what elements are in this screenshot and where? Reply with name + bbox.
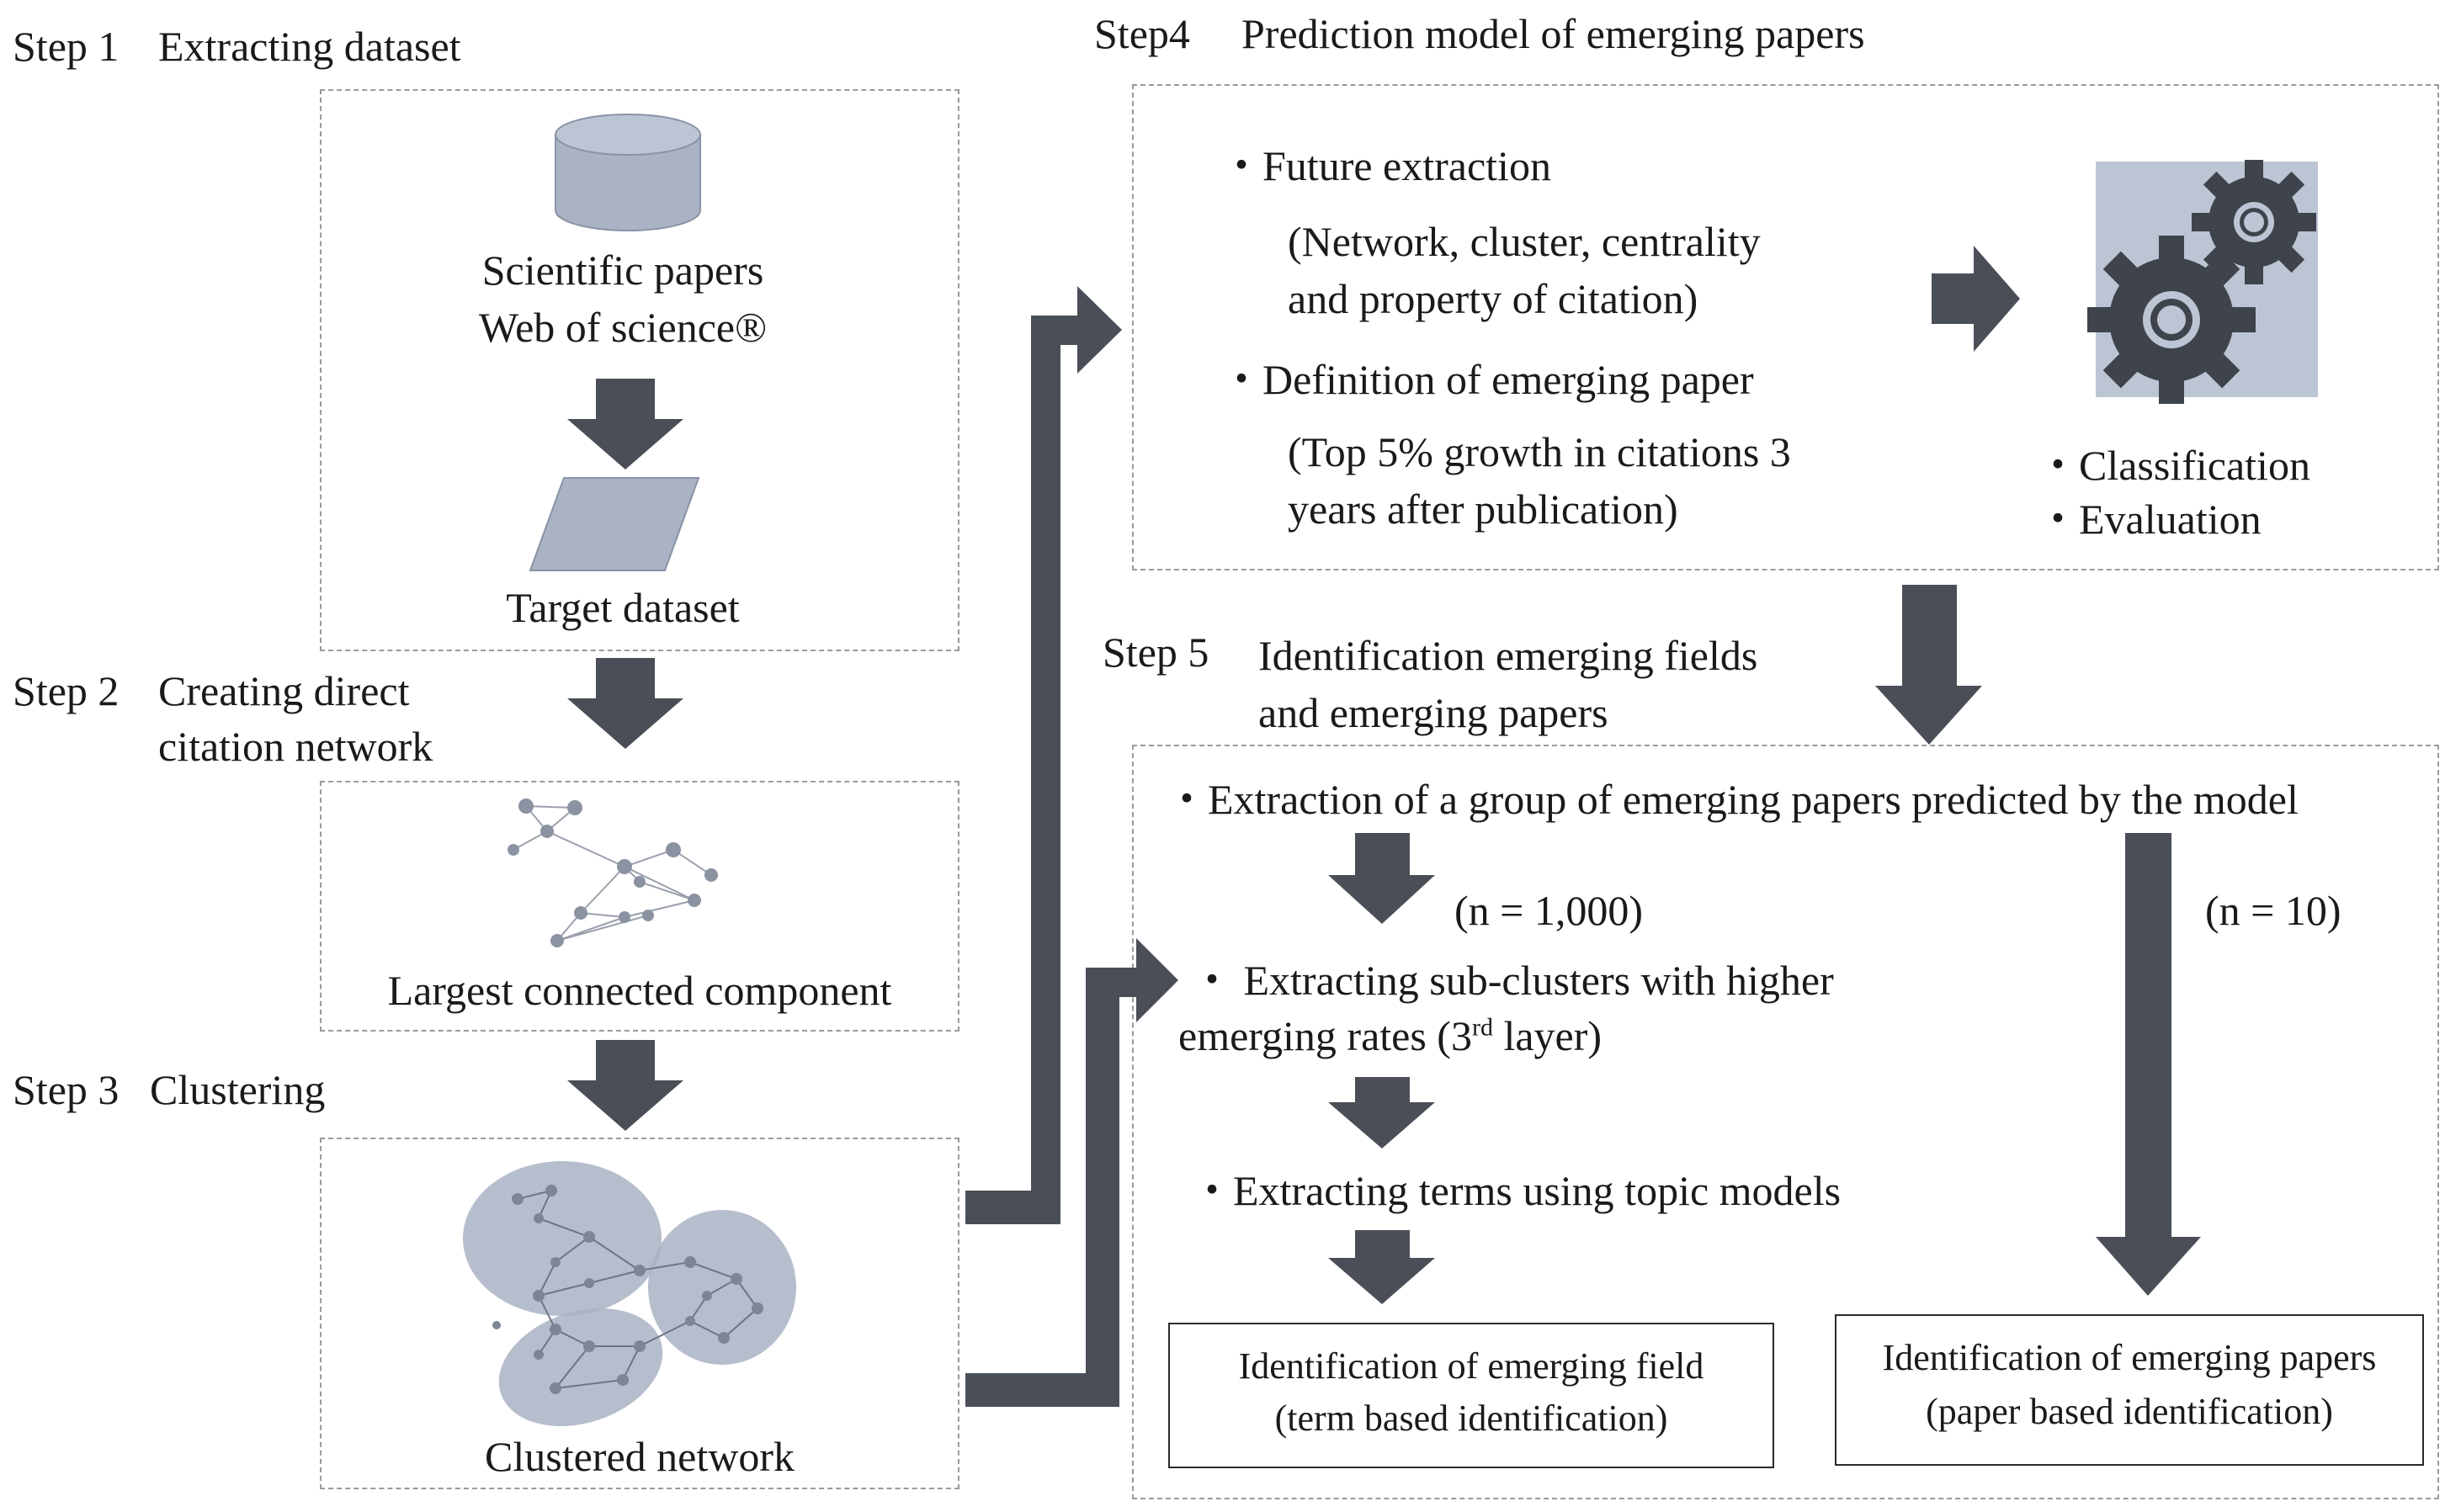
source-line1: Scientific papers [481,247,764,294]
emerging-papers-line2: (paper based identification) [1926,1391,2333,1432]
arrow-down-icon [1328,1077,1435,1149]
arrow-down-icon [2096,833,2201,1296]
emerging-definition-bullet: ・Definition of emerging paper [1220,356,1754,403]
connector-arrow-to-step5 [965,938,1178,1407]
n-left-label: (n = 1,000) [1454,887,1643,934]
arrow-down-icon [1328,1230,1435,1304]
step1-title: Step 1 [13,23,120,70]
emerging-definition-detail-1: (Top 5% growth in citations 3 [1288,428,1791,475]
future-extraction-bullet: ・Future extraction [1220,142,1551,189]
emerging-field-line2: (term based identification) [1274,1398,1668,1439]
step4-box [1132,84,2439,570]
step2-box [320,781,959,1032]
arrow-down-icon [567,379,683,470]
step2-title: Step 2 [13,667,120,714]
source-line2: Web of science® [478,304,768,351]
step2-name-line1: Creating direct [158,667,410,714]
gears-icon [2087,160,2318,404]
arrow-down-icon [1328,833,1435,924]
arrow-down-icon [567,658,683,749]
step2-caption: Largest connected component [387,967,892,1014]
connector-arrow-to-step4 [965,286,1122,1224]
future-extraction-detail-2: and property of citation) [1288,275,1698,322]
extraction-group-text: ・Extraction of a group of emerging paper… [1166,776,2299,823]
dataset-icon [529,477,700,571]
step3-caption: Clustered network [485,1433,795,1480]
emerging-field-box: Identification of emerging field (term b… [1168,1323,1774,1468]
target-dataset-label: Target dataset [506,584,740,631]
evaluation-output: ・Evaluation [2037,496,2262,543]
step2-name-line2: citation network [158,723,433,770]
step4-title: Step4 [1094,10,1190,57]
arrow-down-icon [1875,585,1982,745]
step5-name-line1: Identification emerging fields [1258,632,1758,679]
subclusters-line1: ・ Extracting sub-clusters with higher [1191,957,1834,1004]
clustered-network-icon [463,1161,796,1426]
step3-title: Step 3 [13,1066,120,1113]
step3-name: Clustering [150,1066,326,1113]
step3-box [320,1138,959,1489]
classification-output: ・Classification [2037,442,2310,489]
step4-name: Prediction model of emerging papers [1241,10,1865,57]
emerging-papers-line1: Identification of emerging papers [1882,1337,2377,1378]
step5-name-line2: and emerging papers [1258,689,1608,736]
step1-box [320,89,959,651]
arrow-right-icon [1932,246,2020,352]
emerging-definition-detail-2: years after publication) [1288,485,1678,533]
arrow-down-icon [567,1040,683,1131]
step5-title: Step 5 [1103,629,1209,676]
emerging-field-line1: Identification of emerging field [1238,1345,1704,1387]
future-extraction-detail-1: (Network, cluster, centrality [1288,218,1761,265]
network-nodes [508,798,718,947]
step5-box [1132,745,2439,1499]
subclusters-line2: emerging rates (3rd layer) [1178,1012,1603,1059]
step1-name: Extracting dataset [158,23,461,70]
n-right-label: (n = 10) [2205,887,2341,934]
topic-model-terms-text: ・Extracting terms using topic models [1191,1167,1842,1214]
emerging-papers-box: Identification of emerging papers (paper… [1835,1314,2424,1466]
database-icon [555,114,701,231]
